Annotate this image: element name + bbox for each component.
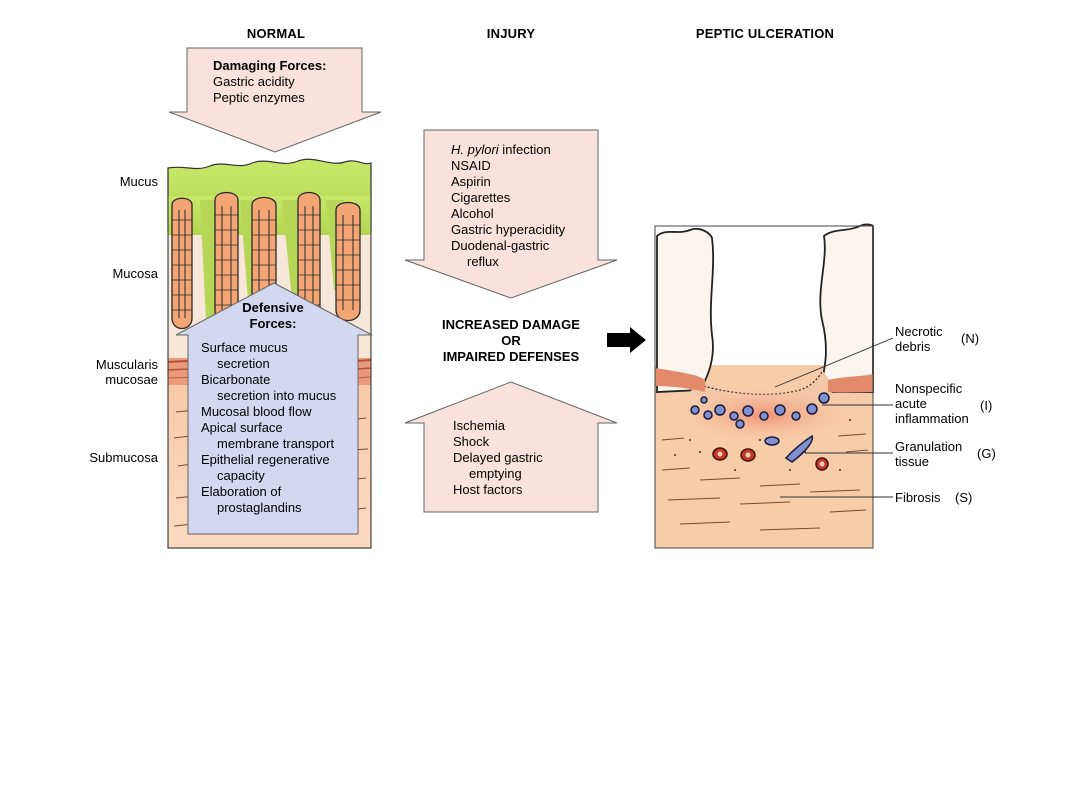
layer-label-mucus: Mucus <box>119 174 158 189</box>
injury-item: NSAID <box>451 158 491 173</box>
damaging-forces-arrow <box>168 47 382 153</box>
defensive-forces-title: Defensive Forces: <box>218 300 328 332</box>
hpylori-rest: infection <box>498 142 551 157</box>
layer-label-muscularis-mucosae: Muscularis mucosae <box>88 357 158 387</box>
injury-up-arrow <box>404 381 618 513</box>
gran-line1: Granulation <box>895 439 963 454</box>
defensive-item: membrane transport <box>217 436 335 451</box>
necrotic-line2: debris <box>895 339 931 354</box>
injury-item: Gastric hyperacidity <box>451 222 566 237</box>
header-normal: NORMAL <box>246 26 306 41</box>
defensive-forces-list: Surface mucus secretion Bicarbonate secr… <box>201 340 336 516</box>
label-granulation-tissue: Granulation tissue <box>895 439 962 469</box>
injury-defense-list: Ischemia Shock Delayed gastric emptying … <box>453 418 543 498</box>
result-arrow-icon <box>607 327 646 353</box>
defensive-item: Surface mucus <box>201 340 288 355</box>
injury-bottom-item: Ischemia <box>453 418 506 433</box>
header-injury: INJURY <box>486 26 536 41</box>
damaging-forces-text: Damaging Forces: Gastric acidity Peptic … <box>213 58 326 106</box>
injury-item: Alcohol <box>451 206 494 221</box>
injury-bottom-item: Host factors <box>453 482 523 497</box>
code-granulation: (G) <box>977 446 996 461</box>
center-line2: OR <box>501 333 521 348</box>
code-inflammation: (I) <box>980 398 993 413</box>
damaging-item: Gastric acidity <box>213 74 295 89</box>
nonspec-line2: acute <box>895 396 927 411</box>
code-necrotic: (N) <box>961 331 980 346</box>
gran-line2: tissue <box>895 454 929 469</box>
injury-down-arrow <box>404 129 618 299</box>
damaging-item: Peptic enzymes <box>213 90 305 105</box>
layer-label-mucosa: Mucosa <box>112 266 158 281</box>
label-nonspecific-inflammation: Nonspecific acute inflammation <box>895 381 969 426</box>
injury-item: reflux <box>467 254 499 269</box>
defensive-title-line1: Defensive <box>242 300 304 315</box>
code-fibrosis: (S) <box>955 490 973 505</box>
nonspec-line1: Nonspecific <box>895 381 963 396</box>
layer-label-muscularis-line2: mucosae <box>105 372 158 387</box>
label-necrotic-debris: Necrotic debris <box>895 324 943 354</box>
injury-bottom-item: Delayed gastric <box>453 450 543 465</box>
center-line1: INCREASED DAMAGE <box>442 317 580 332</box>
defensive-item: secretion into mucus <box>217 388 337 403</box>
header-peptic-ulceration: PEPTIC ULCERATION <box>695 26 835 41</box>
injury-item: Duodenal-gastric <box>451 238 550 253</box>
injury-item-hpylori: H. pylori infection <box>451 142 565 158</box>
layer-label-muscularis-line1: Muscularis <box>95 357 158 372</box>
defensive-item: prostaglandins <box>217 500 302 515</box>
injury-damaging-list: H. pylori infection NSAID Aspirin Cigare… <box>451 142 565 270</box>
injury-bottom-item: emptying <box>469 466 522 481</box>
defensive-title-line2: Forces: <box>249 316 297 331</box>
defensive-item: Apical surface <box>201 420 283 435</box>
defensive-item: Bicarbonate <box>201 372 271 387</box>
nonspec-line3: inflammation <box>895 411 969 426</box>
layer-label-submucosa: Submucosa <box>89 450 158 465</box>
defensive-item: capacity <box>217 468 265 483</box>
center-line3: IMPAIRED DEFENSES <box>442 349 580 364</box>
injury-item: Aspirin <box>451 174 491 189</box>
necrotic-leader-line <box>774 337 894 388</box>
necrotic-line1: Necrotic <box>895 324 943 339</box>
defensive-item: Epithelial regenerative <box>201 452 330 467</box>
center-statement: INCREASED DAMAGE OR IMPAIRED DEFENSES <box>421 317 601 365</box>
defensive-item: Elaboration of <box>201 484 282 499</box>
defensive-forces-arrow <box>175 282 373 535</box>
defensive-item: Mucosal blood flow <box>201 404 312 419</box>
hpylori-italic: H. pylori <box>451 142 499 157</box>
defensive-item: secretion <box>217 356 270 371</box>
ulcer-tissue-block <box>654 223 874 549</box>
label-fibrosis: Fibrosis <box>895 490 941 505</box>
damaging-forces-title: Damaging Forces: <box>213 58 327 73</box>
injury-item: Cigarettes <box>451 190 511 205</box>
injury-bottom-item: Shock <box>453 434 490 449</box>
